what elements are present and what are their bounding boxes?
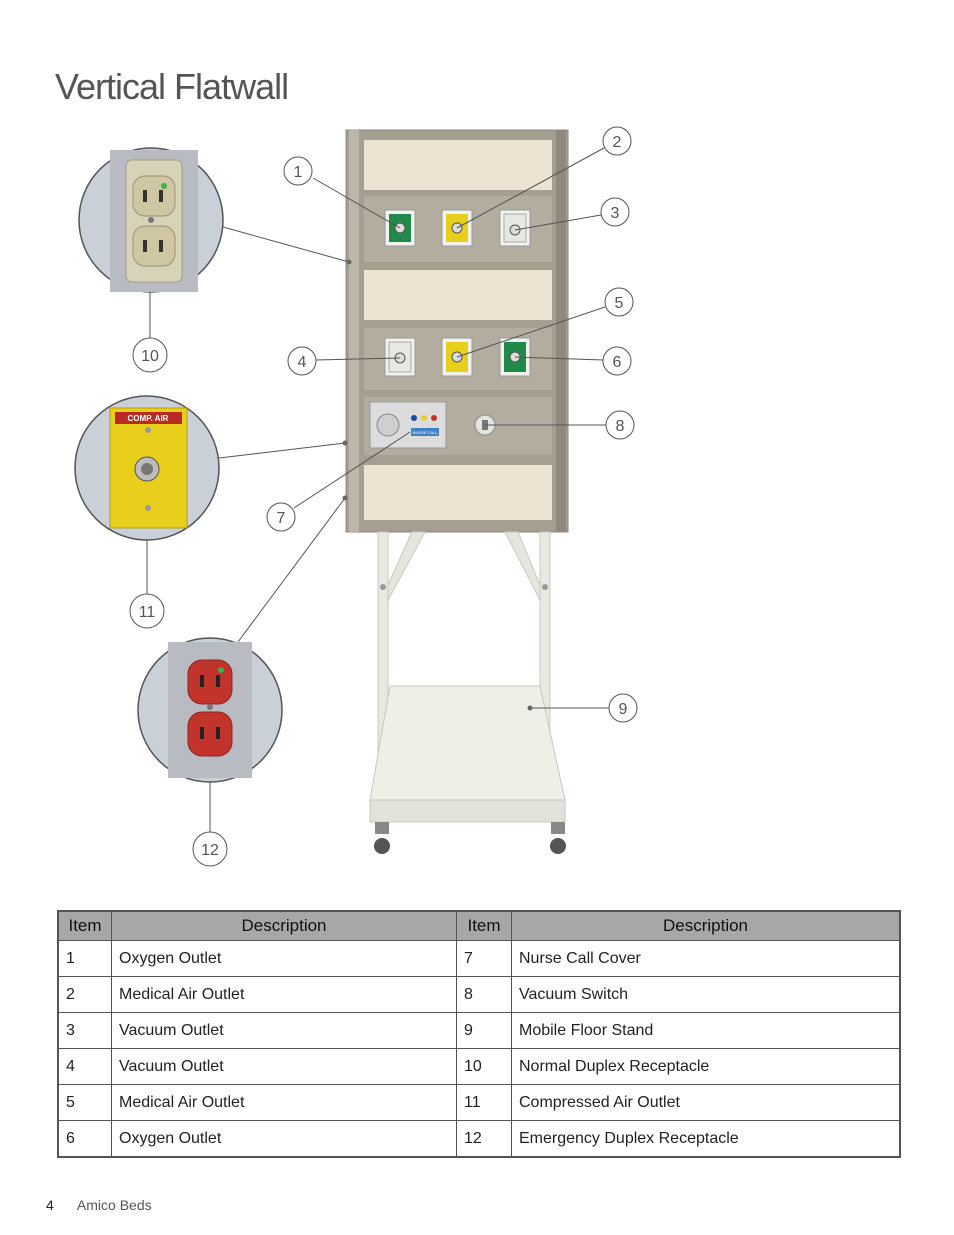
- leader-dots: [342, 259, 533, 711]
- callout-6-number: 6: [613, 354, 622, 371]
- callout-9: 9: [608, 693, 638, 723]
- page-title: Vertical Flatwall: [55, 66, 289, 107]
- item-number: 9: [456, 1012, 512, 1049]
- blank-panel-top: [364, 140, 552, 190]
- item-description: Mobile Floor Stand: [511, 1012, 901, 1049]
- compressed-air-outlet-detail: COMP. AIR: [74, 395, 220, 541]
- callout-8: 8: [605, 410, 635, 440]
- item-number: 1: [57, 940, 112, 977]
- item-number: 5: [57, 1084, 112, 1121]
- callout-4-number: 4: [298, 354, 307, 371]
- item-description: Oxygen Outlet: [111, 1120, 457, 1158]
- item-description: Vacuum Outlet: [111, 1012, 457, 1049]
- page-footer: 4 Amico Beds: [46, 1197, 152, 1213]
- header-item-right: Item: [456, 910, 512, 941]
- table-row: 1 Oxygen Outlet 7 Nurse Call Cover: [57, 940, 901, 977]
- item-description: Medical Air Outlet: [111, 976, 457, 1013]
- item-description-table: Item Description Item Description 1 Oxyg…: [57, 910, 901, 1158]
- table-row: 5 Medical Air Outlet 11 Compressed Air O…: [57, 1084, 901, 1121]
- callout-2-number: 2: [613, 134, 622, 151]
- footer-brand: Amico Beds: [76, 1197, 152, 1213]
- callout-12-number: 12: [201, 842, 219, 859]
- item-number: 10: [456, 1048, 512, 1085]
- table-row: 3 Vacuum Outlet 9 Mobile Floor Stand: [57, 1012, 901, 1049]
- callout-12: 12: [192, 831, 228, 867]
- item-description: Vacuum Outlet: [111, 1048, 457, 1085]
- table-header-row: Item Description Item Description: [57, 910, 901, 941]
- callout-3-number: 3: [611, 205, 620, 222]
- blank-panel-middle: [364, 270, 552, 320]
- callout-5-number: 5: [615, 295, 624, 312]
- callout-10: 10: [132, 337, 168, 373]
- emergency-duplex-receptacle-detail: [137, 637, 283, 783]
- header-item-left: Item: [57, 910, 112, 941]
- caster-wheel-left: [374, 822, 390, 854]
- nurse-call-badge: NURSE CALL: [412, 430, 438, 435]
- item-number: 12: [456, 1120, 512, 1158]
- vacuum-outlet-middle: [384, 337, 416, 377]
- callout-10-number: 10: [141, 348, 159, 365]
- item-description: Normal Duplex Receptacle: [511, 1048, 901, 1085]
- leader-lines: [146, 147, 609, 834]
- callout-8-number: 8: [616, 418, 625, 435]
- item-number: 4: [57, 1048, 112, 1085]
- callout-9-number: 9: [619, 701, 628, 718]
- callout-2: 2: [602, 126, 632, 156]
- item-number: 6: [57, 1120, 112, 1158]
- item-number: 8: [456, 976, 512, 1013]
- table-row: 2 Medical Air Outlet 8 Vacuum Switch: [57, 976, 901, 1013]
- callout-7: 7: [266, 502, 296, 532]
- callout-3: 3: [600, 197, 630, 227]
- header-description-left: Description: [111, 910, 457, 941]
- flatwall-illustration: NURSE CALL: [74, 126, 638, 867]
- mobile-floor-stand: [369, 531, 566, 854]
- item-description: Vacuum Switch: [511, 976, 901, 1013]
- item-number: 7: [456, 940, 512, 977]
- comp-air-plate-label: COMP. AIR: [128, 414, 169, 423]
- callout-11: 11: [129, 593, 165, 629]
- callout-4: 4: [287, 346, 317, 376]
- callout-6: 6: [602, 346, 632, 376]
- callout-5: 5: [604, 287, 634, 317]
- blank-panel-bottom: [364, 465, 552, 520]
- callout-7-number: 7: [277, 510, 286, 527]
- item-description: Nurse Call Cover: [511, 940, 901, 977]
- item-description: Oxygen Outlet: [111, 940, 457, 977]
- table-row: 6 Oxygen Outlet 12 Emergency Duplex Rece…: [57, 1120, 901, 1158]
- header-description-right: Description: [511, 910, 901, 941]
- table-row: 4 Vacuum Outlet 10 Normal Duplex Recepta…: [57, 1048, 901, 1085]
- caster-wheel-right: [550, 822, 566, 854]
- normal-duplex-receptacle-detail: [78, 147, 224, 293]
- item-number: 11: [456, 1084, 512, 1121]
- item-description: Compressed Air Outlet: [511, 1084, 901, 1121]
- callout-1-number: 1: [294, 164, 303, 181]
- page-number: 4: [46, 1197, 54, 1213]
- item-number: 2: [57, 976, 112, 1013]
- item-description: Emergency Duplex Receptacle: [511, 1120, 901, 1158]
- item-description: Medical Air Outlet: [111, 1084, 457, 1121]
- callout-11-number: 11: [139, 604, 156, 621]
- nurse-call-cover: NURSE CALL: [369, 401, 447, 449]
- callout-1: 1: [283, 156, 313, 186]
- item-number: 3: [57, 1012, 112, 1049]
